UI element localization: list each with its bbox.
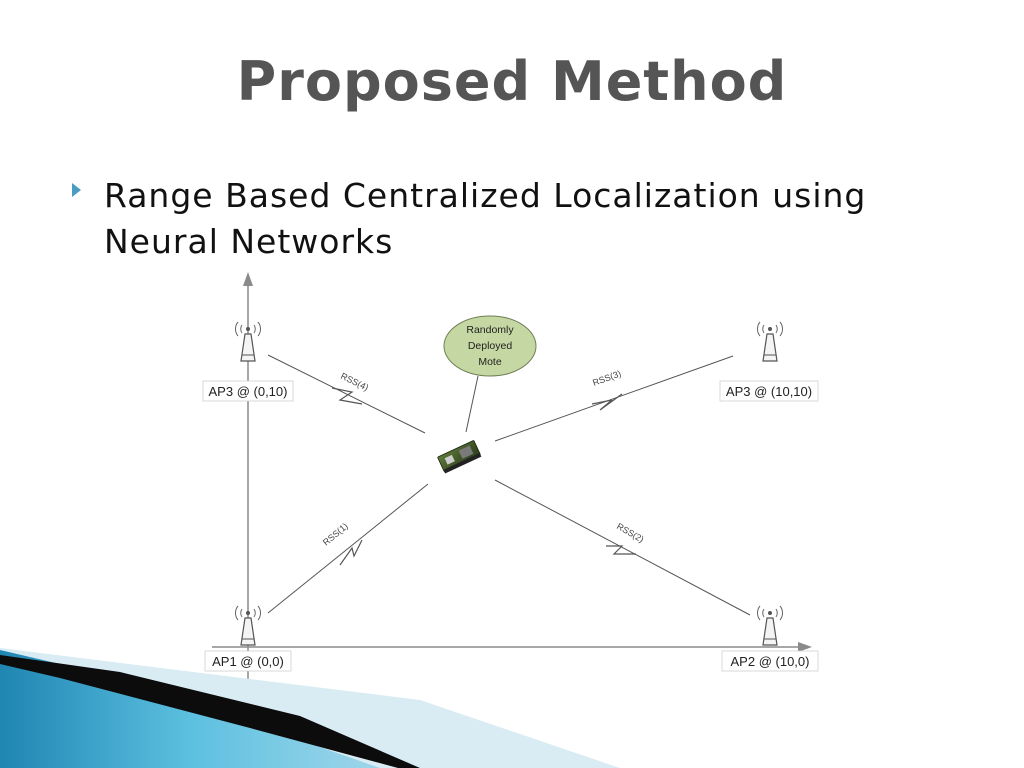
access-point-icon <box>756 605 784 646</box>
ap-label-ap2: AP2 @ (10,0) <box>731 654 810 669</box>
ap-label-box <box>721 650 819 672</box>
mote-callout-bubble <box>443 315 537 377</box>
rss-lightning-icon <box>591 393 623 411</box>
access-point-icon <box>234 605 262 646</box>
callout-line-3: Mote <box>478 356 502 368</box>
x-axis-arrow-icon <box>798 642 812 652</box>
signal-line-ap1 <box>267 483 429 614</box>
access-point-icon <box>756 321 784 362</box>
ap-label-box <box>204 650 292 672</box>
ap-label-ap3-left: AP3 @ (0,10) <box>209 384 288 399</box>
signal-line-ap2 <box>494 479 751 616</box>
rss-lightning-icon <box>339 539 363 566</box>
rss-lightning-icon <box>606 545 636 555</box>
signal-line-ap3-left <box>267 354 426 434</box>
swoosh-dark-band <box>0 655 420 768</box>
callout-pointer <box>465 375 479 433</box>
ap-label-ap1: AP1 @ (0,0) <box>212 654 284 669</box>
rss-lightning-icon <box>331 387 363 405</box>
y-axis-arrow-icon <box>243 272 253 286</box>
access-point-icon <box>234 321 262 362</box>
slide-title: Proposed Method <box>236 50 788 113</box>
sensor-mote-icon <box>437 440 482 474</box>
triangle-bullet-icon <box>72 183 81 197</box>
bullet-text: Range Based Centralized Localization usi… <box>104 176 867 261</box>
signal-line-ap3-right <box>494 355 734 442</box>
ap-label-ap3-right: AP3 @ (10,10) <box>726 384 812 399</box>
ap-label-box <box>719 380 819 402</box>
callout-line-2: Deployed <box>468 340 513 352</box>
ap-label-box <box>202 380 294 402</box>
callout-line-1: Randomly <box>466 324 514 336</box>
